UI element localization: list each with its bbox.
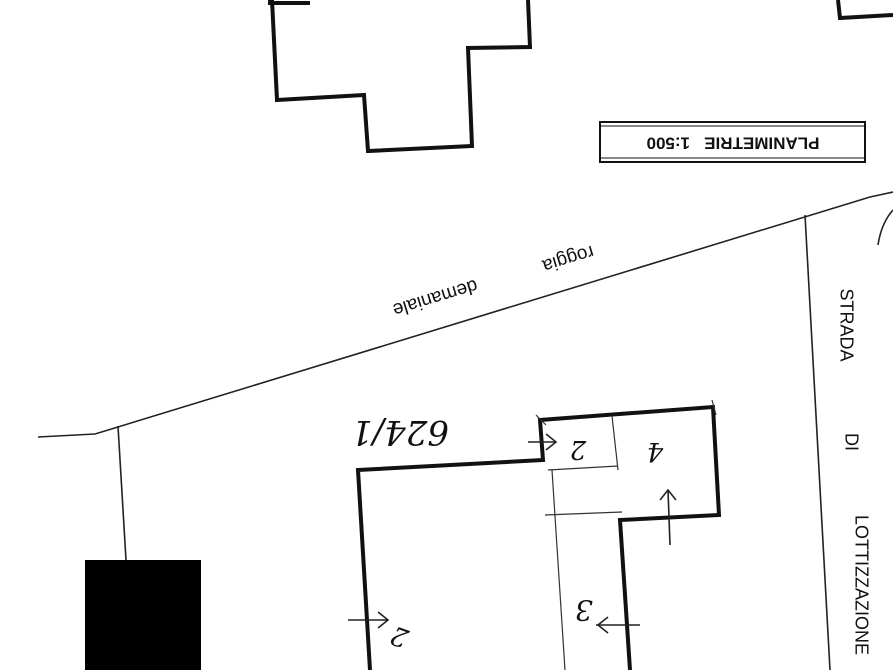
parcel-number: 624/1 (351, 412, 449, 452)
section-marker-2-bottom: 2 (348, 611, 414, 653)
existing-building-block (85, 560, 201, 670)
road-label-word1: STRADA (836, 288, 856, 361)
svg-text:3: 3 (575, 594, 593, 627)
canal-label-word2: demaniale (390, 275, 480, 321)
svg-text:2: 2 (387, 619, 414, 653)
svg-text:2: 2 (570, 434, 588, 464)
building-outline-north (268, 0, 533, 154)
title-box-label: PLANIMETRIE 1:500 (647, 134, 820, 153)
canal-line: roggia demaniale (37, 191, 893, 561)
section-marker-3: 3 (575, 594, 640, 634)
building-outline-northeast (836, 0, 893, 21)
svg-text:4: 4 (647, 436, 665, 466)
road-edge: STRADA DI LOTTIZZAZIONE (804, 209, 893, 670)
title-box: PLANIMETRIE 1:500 (599, 121, 866, 163)
section-marker-4: 4 (647, 436, 677, 546)
canal-label-word1: roggia (539, 241, 596, 277)
building-outline-parcel (355, 399, 722, 670)
section-marker-2-top: 2 (528, 433, 588, 464)
road-label-word3: LOTTIZZAZIONE (851, 515, 871, 655)
road-label-word2: DI (841, 433, 861, 451)
